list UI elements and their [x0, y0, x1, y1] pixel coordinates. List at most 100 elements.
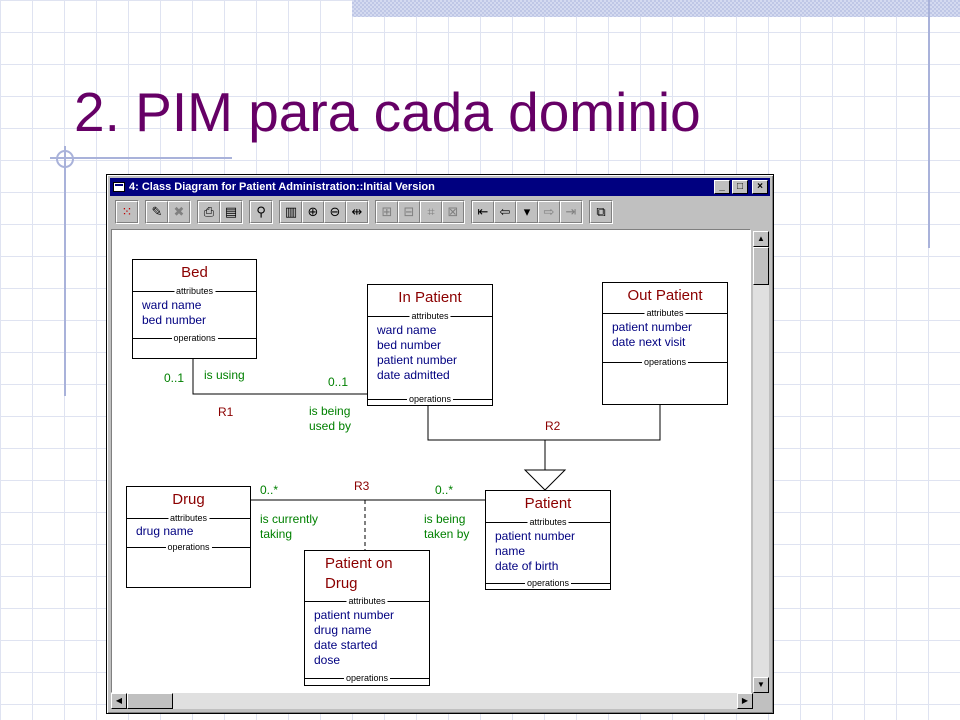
pencil-icon[interactable]: ✎	[146, 201, 168, 223]
decorative-line	[928, 0, 930, 248]
zoom-out-icon[interactable]: ⊖	[324, 201, 346, 223]
r2-generalization-triangle	[523, 469, 567, 491]
vertical-scrollbar[interactable]: ▲ ▼	[753, 231, 769, 693]
spacing-icon[interactable]: ⊟	[398, 201, 420, 223]
last-icon[interactable]: ⇥	[560, 201, 582, 223]
size-grip[interactable]	[753, 693, 769, 709]
slide-title: 2. PIM para cada dominio	[74, 81, 701, 143]
operations-label: operations	[524, 578, 572, 588]
decorative-line	[50, 157, 232, 159]
r1-phrase-line2: used by	[309, 419, 352, 433]
r3-multiplicity-patient: 0..*	[435, 483, 454, 497]
attribute: bed number	[377, 338, 442, 352]
attribute: bed number	[142, 313, 207, 327]
forward-icon[interactable]: ⇨	[538, 201, 560, 223]
scroll-right-icon[interactable]: ▶	[737, 693, 753, 709]
print-icon[interactable]: ⎙	[198, 201, 220, 223]
class-bed[interactable]: Bed attributes ward name bed number oper…	[132, 259, 257, 359]
window-titlebar[interactable]: 4: Class Diagram for Patient Administrat…	[110, 178, 770, 196]
class-drug[interactable]: Drug attributes drug name operations	[126, 486, 251, 588]
r1-multiplicity-in-patient: 0..1	[328, 375, 349, 389]
decorative-line	[64, 146, 66, 396]
attribute: ward name	[142, 298, 202, 312]
class-diagram-window: 4: Class Diagram for Patient Administrat…	[106, 174, 774, 714]
attribute: patient number	[495, 529, 576, 543]
resize-icon[interactable]: ⊠	[442, 201, 464, 223]
attributes-label: attributes	[346, 596, 388, 606]
attribute: date started	[314, 638, 378, 652]
operations-label: operations	[343, 673, 391, 683]
attribute: patient number	[612, 320, 693, 334]
page-icon[interactable]: ▥	[280, 201, 302, 223]
scroll-down-icon[interactable]: ▼	[753, 677, 769, 693]
attribute: patient number	[377, 353, 458, 367]
find-icon[interactable]: ⚲	[250, 201, 272, 223]
attributes-label: attributes	[527, 517, 569, 527]
operations-label: operations	[171, 333, 218, 343]
horizontal-scroll-thumb[interactable]	[127, 693, 173, 709]
decorative-band	[352, 0, 960, 17]
scroll-up-icon[interactable]: ▲	[753, 231, 769, 247]
class-name-line1: Patient on	[325, 555, 393, 572]
r3-phrase-b-line1: is being	[424, 512, 466, 526]
class-name: Drug	[172, 491, 205, 508]
delete-icon[interactable]: ✖	[168, 201, 190, 223]
align-icon[interactable]: ⊞	[376, 201, 398, 223]
attribute: date next visit	[612, 335, 686, 349]
horizontal-scrollbar[interactable]: ◀ ▶	[111, 693, 753, 709]
r3-phrase-b-line2: taken by	[424, 527, 470, 541]
r1-line	[192, 359, 367, 395]
class-in-patient[interactable]: In Patient attributes ward name bed numb…	[367, 284, 493, 406]
r3-phrase-a-line1: is currently	[260, 512, 319, 526]
attributes-label: attributes	[409, 311, 451, 321]
class-name: Out Patient	[627, 287, 703, 304]
relationship-lines	[192, 359, 661, 550]
history-dropdown-icon[interactable]: ▾	[516, 201, 538, 223]
r3-label: R3	[354, 479, 370, 493]
class-name: Bed	[181, 264, 208, 281]
r2-label: R2	[545, 419, 561, 433]
attribute: dose	[314, 653, 341, 667]
r2-line	[427, 405, 661, 441]
vertical-scroll-thumb[interactable]	[753, 247, 769, 285]
zoom-in-icon[interactable]: ⊕	[302, 201, 324, 223]
attributes-label: attributes	[173, 286, 216, 296]
maximize-button[interactable]: □	[732, 180, 748, 194]
class-patient-on-drug[interactable]: Patient on Drug attributes patient numbe…	[304, 550, 430, 686]
class-patient[interactable]: Patient attributes patient number name d…	[485, 490, 611, 590]
attribute: name	[495, 544, 526, 558]
operations-label: operations	[165, 542, 212, 552]
diagram-canvas[interactable]: Bed attributes ward name bed number oper…	[111, 229, 751, 693]
attribute: date admitted	[377, 368, 450, 382]
window-title: 4: Class Diagram for Patient Administrat…	[129, 181, 435, 193]
r1-phrase-line1: is being	[309, 404, 351, 418]
r1-multiplicity-bed: 0..1	[164, 371, 185, 385]
grid-icon[interactable]: ⁙	[116, 201, 138, 223]
window-list-icon[interactable]: ⧉	[590, 201, 612, 223]
attribute: date of birth	[495, 559, 559, 573]
toolbar: ⁙ ✎ ✖ ⎙ ▤ ⚲ ▥ ⊕ ⊖ ⇹ ⊞ ⊟ ⌗ ⊠ ⇤ ⇦ ▾ ⇨ ⇥ ⧉	[111, 199, 769, 225]
scroll-left-icon[interactable]: ◀	[111, 693, 127, 709]
fit-icon[interactable]: ⇹	[346, 201, 368, 223]
class-name: In Patient	[398, 289, 462, 306]
operations-label: operations	[641, 357, 689, 367]
r1-phrase-is-using: is using	[204, 368, 245, 382]
back-icon[interactable]: ⇦	[494, 201, 516, 223]
r1-label: R1	[218, 405, 234, 419]
attribute: drug name	[314, 623, 372, 637]
print-preview-icon[interactable]: ▤	[220, 201, 242, 223]
attributes-label: attributes	[644, 308, 686, 318]
decorative-ring	[56, 150, 74, 168]
r3-multiplicity-drug: 0..*	[260, 483, 279, 497]
attributes-label: attributes	[167, 513, 210, 523]
attribute: ward name	[377, 323, 437, 337]
class-out-patient[interactable]: Out Patient attributes patient number da…	[602, 282, 728, 405]
r3-phrase-a-line2: taking	[260, 527, 293, 541]
first-icon[interactable]: ⇤	[472, 201, 494, 223]
attribute: drug name	[136, 524, 194, 538]
minimize-button[interactable]: _	[714, 180, 730, 194]
window-icon[interactable]	[113, 182, 125, 192]
layout-icon[interactable]: ⌗	[420, 201, 442, 223]
close-button[interactable]: ×	[752, 180, 768, 194]
operations-label: operations	[406, 394, 454, 404]
